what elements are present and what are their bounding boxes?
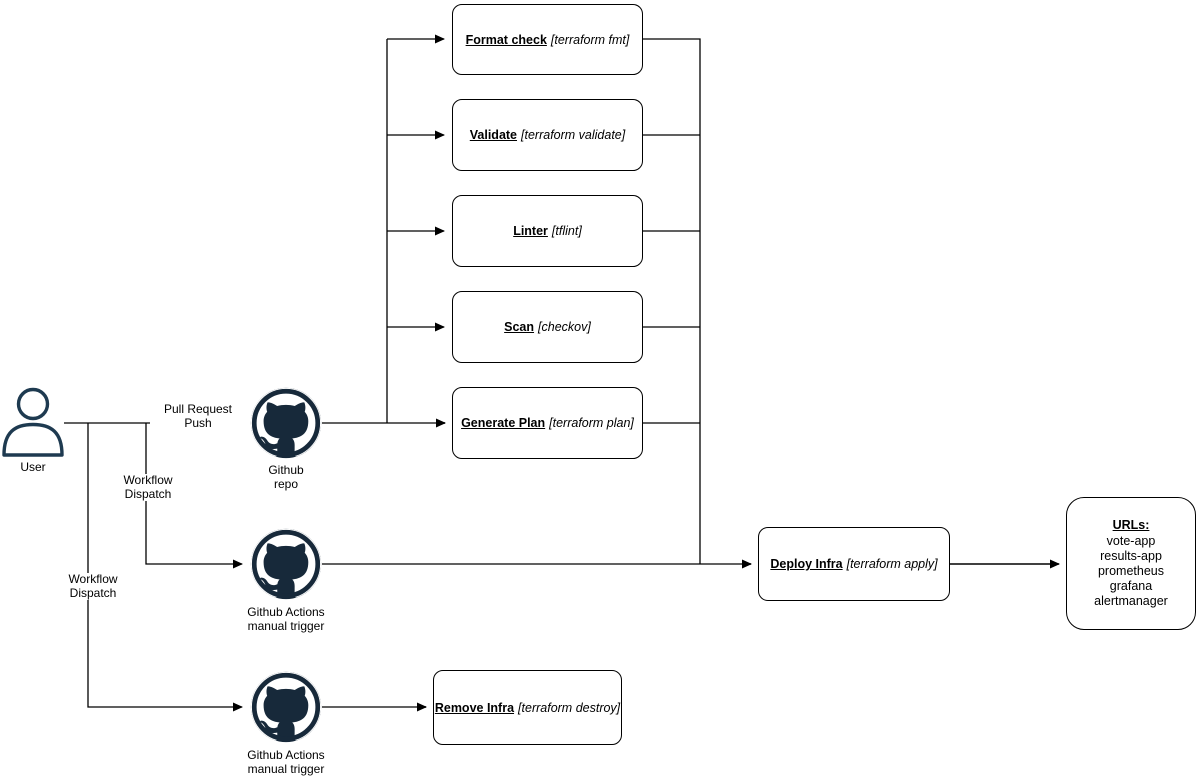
urls-output-box: URLs: vote-app results-app prometheus gr… bbox=[1066, 497, 1196, 630]
task-remove-infra: Remove Infra[terraform destroy] bbox=[433, 670, 622, 745]
person-icon bbox=[2, 387, 64, 457]
task-generate-plan: Generate Plan[terraform plan] bbox=[452, 387, 643, 459]
task-validate: Validate[terraform validate] bbox=[452, 99, 643, 171]
task-title: Deploy Infra bbox=[770, 557, 843, 571]
edge-label-pull-request-push: Pull Request Push bbox=[150, 402, 246, 430]
task-format-check: Format check[terraform fmt] bbox=[452, 4, 643, 75]
task-command: [tflint] bbox=[551, 224, 582, 238]
github-repo-label: Github repo bbox=[268, 463, 304, 491]
task-linter: Linter[tflint] bbox=[452, 195, 643, 267]
task-scan: Scan[checkov] bbox=[452, 291, 643, 363]
task-title: Scan bbox=[504, 320, 535, 334]
url-item: alertmanager bbox=[1094, 594, 1168, 608]
task-title: Remove Infra bbox=[434, 700, 515, 715]
task-title: Generate Plan bbox=[461, 416, 546, 430]
url-item: results-app bbox=[1100, 549, 1162, 563]
url-item: vote-app bbox=[1106, 534, 1156, 548]
github-repo-icon bbox=[250, 387, 322, 459]
task-command: [terraform plan] bbox=[549, 416, 634, 430]
task-command: [terraform apply] bbox=[846, 557, 938, 571]
github-actions-deploy-label: Github Actions manual trigger bbox=[247, 605, 325, 633]
task-command: [terraform destroy] bbox=[518, 700, 621, 715]
edge-label-workflow-dispatch-deploy: Workflow Dispatch bbox=[104, 473, 192, 501]
task-title: Linter bbox=[513, 224, 548, 238]
task-deploy-infra: Deploy Infra[terraform apply] bbox=[758, 527, 950, 601]
url-item: grafana bbox=[1109, 579, 1153, 593]
urls-title: URLs: bbox=[1112, 518, 1150, 532]
edge-user-to-actions-remove bbox=[87, 423, 243, 712]
edge-label-workflow-dispatch-remove: Workflow Dispatch bbox=[49, 572, 137, 600]
task-title: Format check bbox=[465, 32, 547, 47]
github-actions-remove-label: Github Actions manual trigger bbox=[247, 748, 325, 776]
github-actions-deploy-icon bbox=[250, 528, 322, 600]
user-label: User bbox=[20, 460, 46, 474]
github-actions-remove-icon bbox=[250, 671, 322, 743]
task-command: [checkov] bbox=[538, 320, 591, 334]
url-item: prometheus bbox=[1097, 564, 1164, 578]
rail-right-merge bbox=[643, 38, 701, 564]
task-command: [terraform validate] bbox=[521, 128, 626, 142]
task-command: [terraform fmt] bbox=[550, 32, 630, 47]
edge-user-to-actions-deploy bbox=[145, 423, 243, 569]
task-title: Validate bbox=[469, 128, 518, 142]
